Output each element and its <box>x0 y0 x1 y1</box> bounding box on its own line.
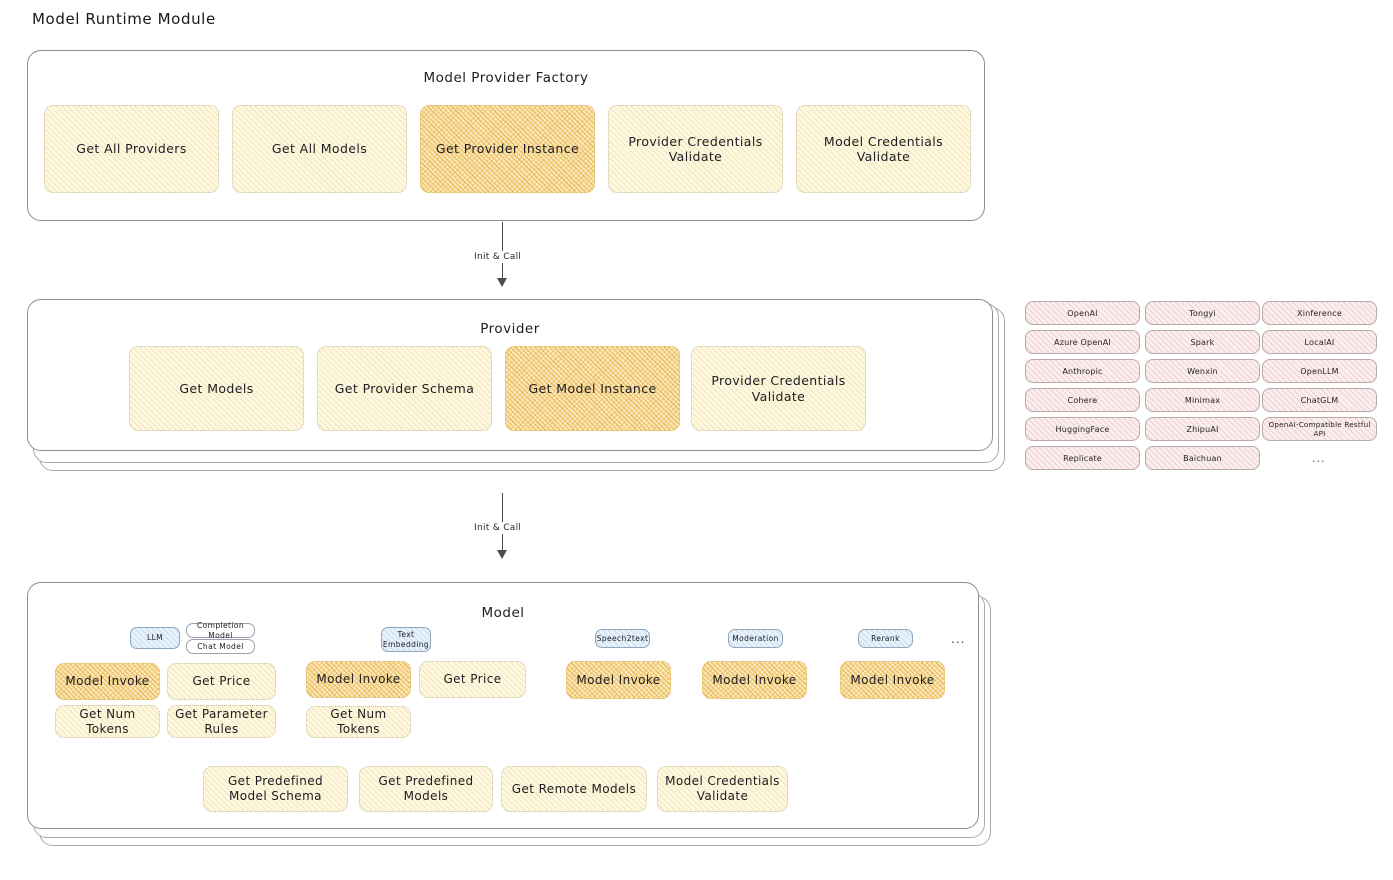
provider-method-get-models[interactable]: Get Models <box>129 346 304 431</box>
connector-provider-to-model-label: Init & Call <box>470 522 526 534</box>
provider-pill-spark[interactable]: Spark <box>1145 330 1260 354</box>
factory-method-get-all-providers[interactable]: Get All Providers <box>44 105 219 193</box>
model-type-pill-moderation[interactable]: Moderation <box>728 629 783 648</box>
model-type-pill-speech2text[interactable]: Speech2text <box>595 629 650 648</box>
model-method-get-remote-models[interactable]: Get Remote Models <box>501 766 647 812</box>
connector-provider-to-model-arrowhead <box>497 550 507 559</box>
provider-pill-azure-openai[interactable]: Azure OpenAI <box>1025 330 1140 354</box>
provider-title: Provider <box>480 321 540 337</box>
page-title: Model Runtime Module <box>32 10 216 28</box>
provider-pill-baichuan[interactable]: Baichuan <box>1145 446 1260 470</box>
moderation-method-model-invoke[interactable]: Model Invoke <box>702 661 807 699</box>
provider-method-get-model-instance[interactable]: Get Model Instance <box>505 346 680 431</box>
text-embedding-method-get-num-tokens[interactable]: Get Num Tokens <box>306 706 411 738</box>
provider-pill-cohere[interactable]: Cohere <box>1025 388 1140 412</box>
model-type-pill-text-embedding[interactable]: Text Embedding <box>381 627 431 652</box>
model-title: Model <box>481 605 525 621</box>
provider-method-get-provider-schema[interactable]: Get Provider Schema <box>317 346 492 431</box>
connector-factory-to-provider-label: Init & Call <box>470 251 526 263</box>
provider-method-provider-credentials-validate[interactable]: Provider Credentials Validate <box>691 346 866 431</box>
connector-factory-to-provider-arrowhead <box>497 278 507 287</box>
model-method-get-predefined-models[interactable]: Get Predefined Models <box>359 766 493 812</box>
model-subtype-pill-chat-model[interactable]: Chat Model <box>186 639 255 654</box>
model-type-pill-rerank[interactable]: Rerank <box>858 629 913 648</box>
model-provider-factory-title: Model Provider Factory <box>423 70 589 86</box>
provider-pill-replicate[interactable]: Replicate <box>1025 446 1140 470</box>
provider-pill-tongyi[interactable]: Tongyi <box>1145 301 1260 325</box>
model-method-model-credentials-validate[interactable]: Model Credentials Validate <box>657 766 788 812</box>
provider-pill-openllm[interactable]: OpenLLM <box>1262 359 1377 383</box>
provider-pill-xinference[interactable]: Xinference <box>1262 301 1377 325</box>
llm-method-get-price[interactable]: Get Price <box>167 663 276 700</box>
text-embedding-method-get-price[interactable]: Get Price <box>419 661 526 698</box>
model-types-more: ... <box>951 632 966 646</box>
model-method-get-predefined-model-schema[interactable]: Get Predefined Model Schema <box>203 766 348 812</box>
provider-pill-anthropic[interactable]: Anthropic <box>1025 359 1140 383</box>
provider-pill-zhipuai[interactable]: ZhipuAI <box>1145 417 1260 441</box>
factory-method-get-provider-instance[interactable]: Get Provider Instance <box>420 105 595 193</box>
provider-list-more: ... <box>1312 452 1326 465</box>
provider-pill-huggingface[interactable]: HuggingFace <box>1025 417 1140 441</box>
model-subtype-pill-completion-model[interactable]: Completion Model <box>186 621 255 640</box>
factory-method-provider-credentials-validate[interactable]: Provider Credentials Validate <box>608 105 783 193</box>
rerank-method-model-invoke[interactable]: Model Invoke <box>840 661 945 699</box>
provider-pill-chatglm[interactable]: ChatGLM <box>1262 388 1377 412</box>
speech2text-method-model-invoke[interactable]: Model Invoke <box>566 661 671 699</box>
llm-method-get-num-tokens[interactable]: Get Num Tokens <box>55 705 160 738</box>
provider-pill-openai[interactable]: OpenAI <box>1025 301 1140 325</box>
model-type-pill-llm[interactable]: LLM <box>130 627 180 649</box>
provider-pill-wenxin[interactable]: Wenxin <box>1145 359 1260 383</box>
provider-pill-minimax[interactable]: Minimax <box>1145 388 1260 412</box>
factory-method-get-all-models[interactable]: Get All Models <box>232 105 407 193</box>
provider-pill-localai[interactable]: LocalAI <box>1262 330 1377 354</box>
provider-pill-openai-compatible-restful-api[interactable]: OpenAI-Compatible Restful API <box>1262 417 1377 441</box>
text-embedding-method-model-invoke[interactable]: Model Invoke <box>306 661 411 698</box>
llm-method-model-invoke[interactable]: Model Invoke <box>55 663 160 700</box>
llm-method-get-parameter-rules[interactable]: Get Parameter Rules <box>167 705 276 738</box>
factory-method-model-credentials-validate[interactable]: Model Credentials Validate <box>796 105 971 193</box>
